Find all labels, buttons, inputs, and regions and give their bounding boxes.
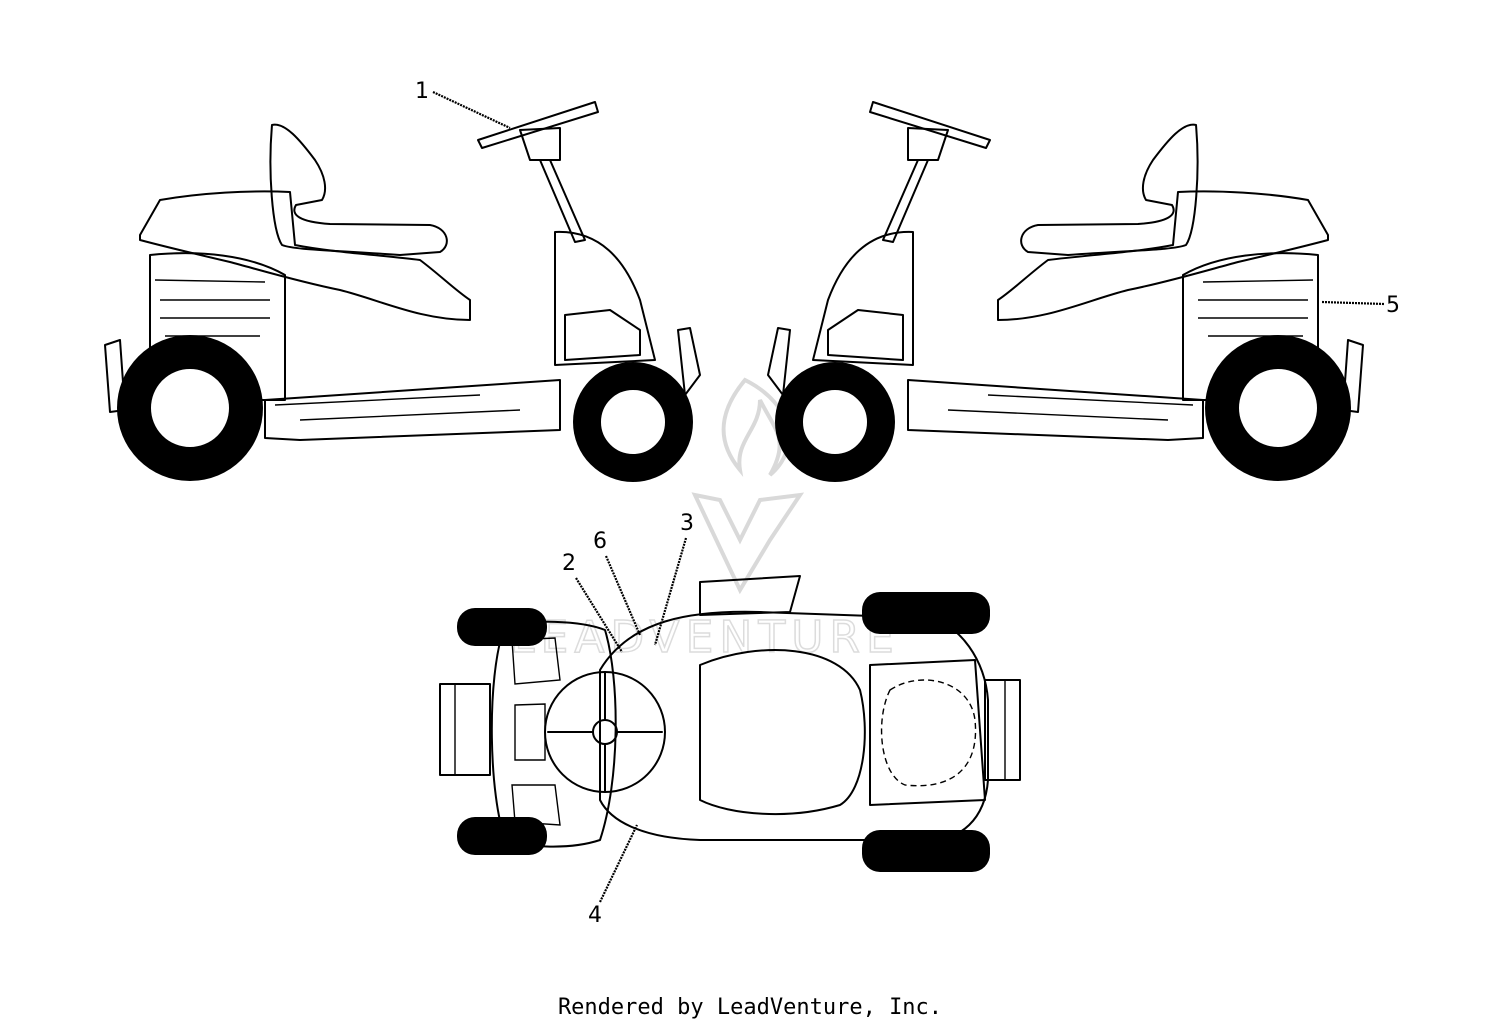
callout-4: 4 [588,824,638,928]
watermark-text: LEADVENTURE [510,612,900,663]
svg-text:2: 2 [562,551,576,576]
callout-1: 1 [415,79,511,129]
callout-5: 5 [1321,293,1400,318]
svg-text:6: 6 [593,529,607,554]
callout-2: 2 [562,551,623,653]
svg-text:5: 5 [1386,293,1400,318]
callout-3: 3 [653,511,694,646]
svg-text:1: 1 [415,79,429,104]
right-side-view-mower [767,101,1364,482]
top-view-mower [439,575,1021,872]
svg-text:4: 4 [588,903,602,928]
leadventure-watermark: LEADVENTURE [509,377,900,664]
footer-credit: Rendered by LeadVenture, Inc. [557,995,943,1020]
callout-6: 6 [593,529,642,636]
svg-text:3: 3 [680,511,694,536]
left-side-view-mower [104,101,701,482]
